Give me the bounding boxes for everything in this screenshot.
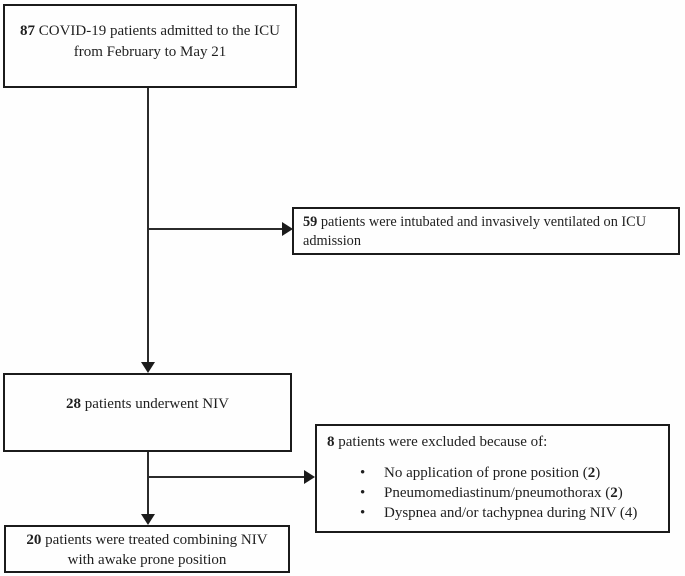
flow-box-text-line: from February to May 21 xyxy=(5,42,295,63)
connector-line-admitted-to-niv xyxy=(147,88,149,365)
connector-line-to-intubated xyxy=(148,228,283,230)
flow-box-text: COVID-19 patients admitted to the ICU xyxy=(35,23,280,39)
flow-box-admitted: 87 COVID-19 patients admitted to the ICU… xyxy=(3,4,297,88)
flow-box-text-line: with awake prone position xyxy=(6,550,288,570)
bullet-count: 2 xyxy=(587,465,596,481)
flow-box-text: admission xyxy=(303,233,361,249)
bullet-text-suffix: ) xyxy=(595,465,601,481)
exclusion-bullet-item: • Pneumomediastinum/pneumothorax (2) xyxy=(327,483,668,503)
flow-box-text: patients were treated combining NIV xyxy=(41,532,268,548)
bullet-text: Dyspnea and/or tachypnea during NIV (4) xyxy=(384,505,638,521)
patient-count: 87 xyxy=(20,23,36,39)
flow-box-title: 8 patients were excluded because of: xyxy=(327,432,668,452)
patient-count: 28 xyxy=(66,396,82,412)
arrow-down-icon xyxy=(141,362,155,373)
patient-count: 8 xyxy=(327,434,335,450)
flow-box-text-line: 87 COVID-19 patients admitted to the ICU xyxy=(5,21,295,42)
flow-box-text: patients were intubated and invasively v… xyxy=(317,214,647,230)
flow-box-text: from February to May 21 xyxy=(73,44,227,60)
connector-line-niv-to-prone xyxy=(147,452,149,516)
flow-box-excluded: 8 patients were excluded because of: • No… xyxy=(315,424,670,533)
bullet-text: No application of prone position ( xyxy=(384,465,588,481)
exclusion-bullet-item: • No application of prone position (2) xyxy=(327,463,668,483)
arrow-right-icon xyxy=(282,222,293,236)
arrow-down-icon xyxy=(141,514,155,525)
flow-box-text-line: 59 patients were intubated and invasivel… xyxy=(303,213,669,232)
flow-box-niv: 28 patients underwent NIV xyxy=(3,373,292,452)
arrow-right-icon xyxy=(304,470,315,484)
bullet-icon: • xyxy=(360,465,366,481)
patient-count: 59 xyxy=(303,214,318,230)
flow-box-text: patients underwent NIV xyxy=(81,396,229,412)
bullet-count: 2 xyxy=(610,485,618,501)
flow-box-text-line: 28 patients underwent NIV xyxy=(5,394,290,415)
connector-line-to-excluded xyxy=(148,476,304,478)
flow-box-text: with awake prone position xyxy=(67,552,227,568)
bullet-icon: • xyxy=(360,505,366,521)
flow-box-prone: 20 patients were treated combining NIV w… xyxy=(4,525,290,573)
exclusion-bullet-item: • Dyspnea and/or tachypnea during NIV (4) xyxy=(327,503,668,523)
flow-box-text: patients were excluded because of: xyxy=(334,434,548,450)
bullet-icon: • xyxy=(360,485,366,501)
flow-box-text-line: 20 patients were treated combining NIV xyxy=(6,530,288,550)
bullet-text: Pneumomediastinum/pneumothorax ( xyxy=(384,485,611,501)
patient-count: 20 xyxy=(26,532,42,548)
flow-box-text-line: admission xyxy=(303,232,669,251)
exclusion-bullet-list: •No application of prone position (2) •P… xyxy=(327,463,668,523)
flow-box-intubated: 59 patients were intubated and invasivel… xyxy=(292,207,680,255)
bullet-text-suffix: ) xyxy=(617,485,623,501)
